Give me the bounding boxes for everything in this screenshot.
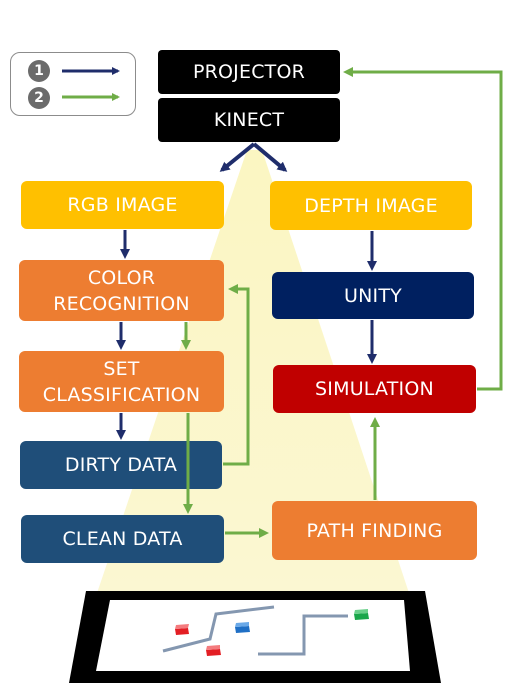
maze-wall-right: [258, 614, 348, 656]
clean-data-node: CLEAN DATA: [21, 515, 224, 563]
arrow-kinect-to-depth: [252, 142, 288, 172]
red-marker-1: [175, 624, 189, 635]
rgb-image-node: RGB IMAGE: [21, 181, 224, 229]
path-finding-node: PATH FINDING: [272, 501, 477, 560]
unity-node: UNITY: [272, 272, 474, 319]
legend-number-2: 2: [28, 87, 50, 109]
arrow-dirty-to-color: [223, 284, 250, 466]
legend-number-1: 1: [28, 60, 50, 82]
maze-wall-left: [162, 605, 275, 653]
kinect-node: KINECT: [158, 98, 340, 142]
simulation-node: SIMULATION: [273, 365, 476, 413]
set-classification-node: SET CLASSIFICATION: [19, 351, 224, 412]
depth-image-node: DEPTH IMAGE: [270, 181, 472, 230]
arrow-simulation-to-projector: [343, 67, 503, 391]
legend: 1 2: [10, 52, 136, 116]
red-marker-2: [206, 645, 221, 656]
green-marker: [354, 609, 369, 620]
color-recognition-node: COLOR RECOGNITION: [19, 260, 224, 321]
table-surface: [96, 600, 410, 671]
arrow-kinect-to-rgb: [219, 142, 256, 172]
blue-marker: [235, 622, 250, 633]
projector-node: PROJECTOR: [158, 50, 340, 94]
